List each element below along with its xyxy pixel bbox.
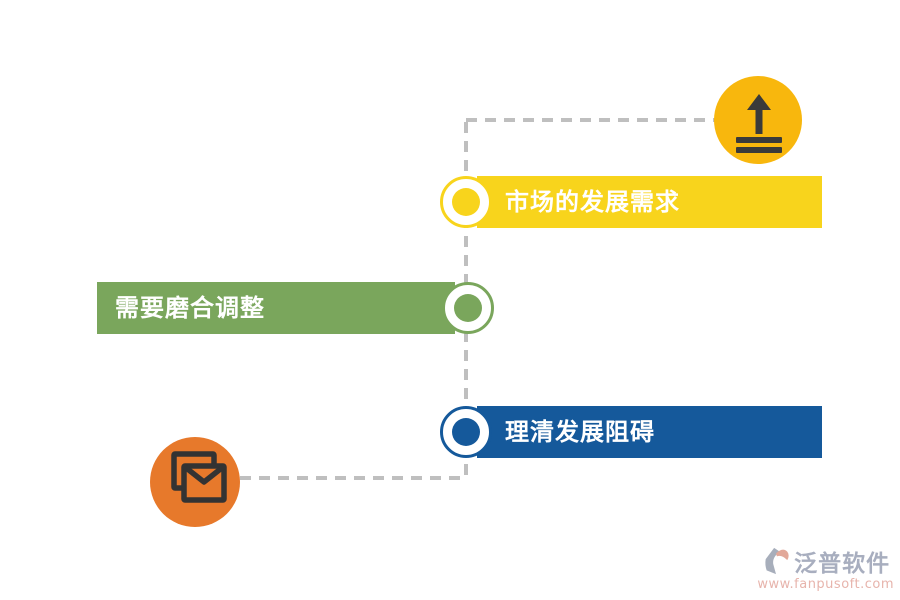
timeline-bar-adjustment: 需要磨合调整 xyxy=(97,282,455,334)
top-connector-line xyxy=(466,118,715,122)
upload-icon xyxy=(714,76,802,164)
node-marker-market-demand xyxy=(440,176,492,228)
mail-glyph xyxy=(171,451,227,503)
node-marker-dot xyxy=(454,294,482,322)
upload-glyph xyxy=(736,94,782,153)
bar-label: 需要磨合调整 xyxy=(115,294,265,322)
mail-icon xyxy=(150,437,240,527)
watermark: 泛普软件 www.fanpusoft.com xyxy=(757,544,894,592)
timeline-bar-obstacles: 理清发展阻碍 xyxy=(477,406,822,458)
fanpu-logo-icon xyxy=(765,547,789,575)
node-marker-dot xyxy=(452,418,480,446)
timeline-bar-market-demand: 市场的发展需求 xyxy=(477,176,822,228)
node-marker-obstacles xyxy=(440,406,492,458)
bar-label: 市场的发展需求 xyxy=(505,188,680,216)
node-marker-dot xyxy=(452,188,480,216)
watermark-brand-text: 泛普软件 xyxy=(794,551,891,577)
bar-label: 理清发展阻碍 xyxy=(505,418,655,446)
bottom-connector-line xyxy=(240,476,466,480)
node-marker-adjustment xyxy=(442,282,494,334)
watermark-url-text: www.fanpusoft.com xyxy=(757,577,894,592)
